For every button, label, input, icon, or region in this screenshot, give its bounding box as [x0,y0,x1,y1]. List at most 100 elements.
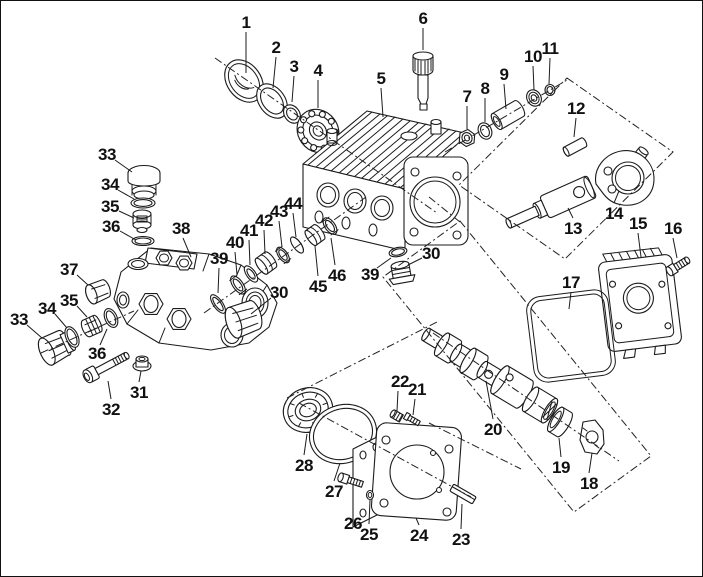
part-42-packing [254,251,278,275]
part-38-manifold [113,247,278,351]
leader-line-36 [99,328,108,346]
leader-line-21 [412,398,416,416]
part-label-30: 30 [422,244,440,263]
part-7-nut [458,128,476,148]
leader-line-43 [278,220,283,248]
assembly-axis-lines [40,57,674,513]
part-46-seal-ring [321,216,339,236]
part-label-34: 34 [38,299,57,318]
part-45-packing [304,224,326,247]
part-label-33: 33 [10,310,28,329]
dashed-edge-cover-group-a [286,321,438,399]
part-label-22: 22 [391,372,409,391]
part-17-gasket [526,289,616,383]
part-label-33: 33 [98,145,116,164]
part-label-18: 18 [580,474,598,493]
axis-top-fittings [444,79,568,153]
part-15-rear-cover [598,247,682,359]
part-39-o-ring-left [210,294,226,314]
part-14-connecting-rod [595,146,655,206]
part-43-seal-ring [274,246,292,264]
leader-line-40 [234,251,238,276]
part-label-20: 20 [484,420,502,439]
part-21-screw [402,411,421,427]
part-label-8: 8 [481,79,490,98]
part-36-o-ring-left [103,307,119,329]
axis-bearing-cover-group [298,402,472,498]
leader-line-10 [532,65,535,91]
part-label-19: 19 [552,458,570,477]
leader-line-22 [396,390,399,412]
part-label-11: 11 [542,39,559,58]
leader-line-42 [263,229,266,255]
part-33-oil-cap [127,164,161,200]
part-label-41: 41 [240,221,258,240]
part-label-21: 21 [408,380,426,399]
leader-line-37 [76,274,89,286]
part-35-valve [132,209,152,234]
leader-line-30 [407,257,423,266]
part-label-23: 23 [452,530,470,549]
leader-line-14 [613,190,620,204]
part-26-bolt [337,472,364,488]
part-label-13: 13 [564,219,582,238]
part-label-30: 30 [270,283,288,302]
axis-crankcase-to-camshaft [428,196,461,223]
part-label-12: 12 [567,99,585,118]
part-label-5: 5 [377,69,386,88]
part-25-o-ring [365,489,375,501]
part-33-plug-left [37,329,76,366]
part-label-31: 31 [130,383,148,402]
leader-line-46 [330,237,336,266]
part-label-28: 28 [295,456,313,475]
part-label-14: 14 [605,204,624,223]
leader-line-44 [292,212,297,238]
leader-line-27 [333,462,341,482]
leader-line-39 [376,257,392,269]
leader-line-12 [573,117,577,138]
leader-line-34 [54,313,68,329]
part-label-36: 36 [88,344,106,363]
leader-line-2 [272,56,277,89]
part-label-17: 17 [562,273,580,292]
part-40-seal-ring [229,275,248,296]
diagram-parts [37,51,691,528]
dashed-edge-cover-group-b [428,422,522,470]
leader-line-35 [76,305,88,318]
leader-line-16 [672,237,678,259]
part-label-24: 24 [410,526,429,545]
part-13-piston-rod [505,175,597,229]
leader-line-25 [368,499,371,525]
part-32-bolt [82,351,130,384]
part-label-25: 25 [360,525,378,544]
part-44-dome-washer [289,236,305,254]
part-10-washer [526,89,542,107]
leader-line-34 [117,189,135,200]
part-label-6: 6 [419,9,428,28]
leader-line-5 [380,87,384,118]
part-label-37: 37 [60,260,78,279]
part-label-7: 7 [463,87,472,106]
part-label-27: 27 [325,482,343,501]
part-24-bearing-cover [352,422,462,528]
leader-line-18 [588,452,593,474]
leader-line-38 [182,237,192,258]
leader-line-39 [217,267,220,294]
part-5-crankcase [302,110,470,252]
part-35-valve-left [80,314,103,338]
leader-line-20 [485,380,494,420]
part-label-46: 46 [328,266,346,285]
crankcase-top-bolt-right [430,118,442,135]
part-label-35: 35 [60,291,78,310]
part-19-bushing [547,406,573,438]
part-label-26: 26 [344,514,362,533]
axis-left-valve-group [40,310,135,354]
leader-line-3 [291,75,295,103]
leader-line-23 [460,503,463,530]
part-label-40: 40 [226,233,244,252]
part-label-39: 39 [361,265,379,284]
leader-line-24 [415,517,420,526]
leader-line-45 [314,245,319,277]
leader-line-35 [118,210,135,219]
